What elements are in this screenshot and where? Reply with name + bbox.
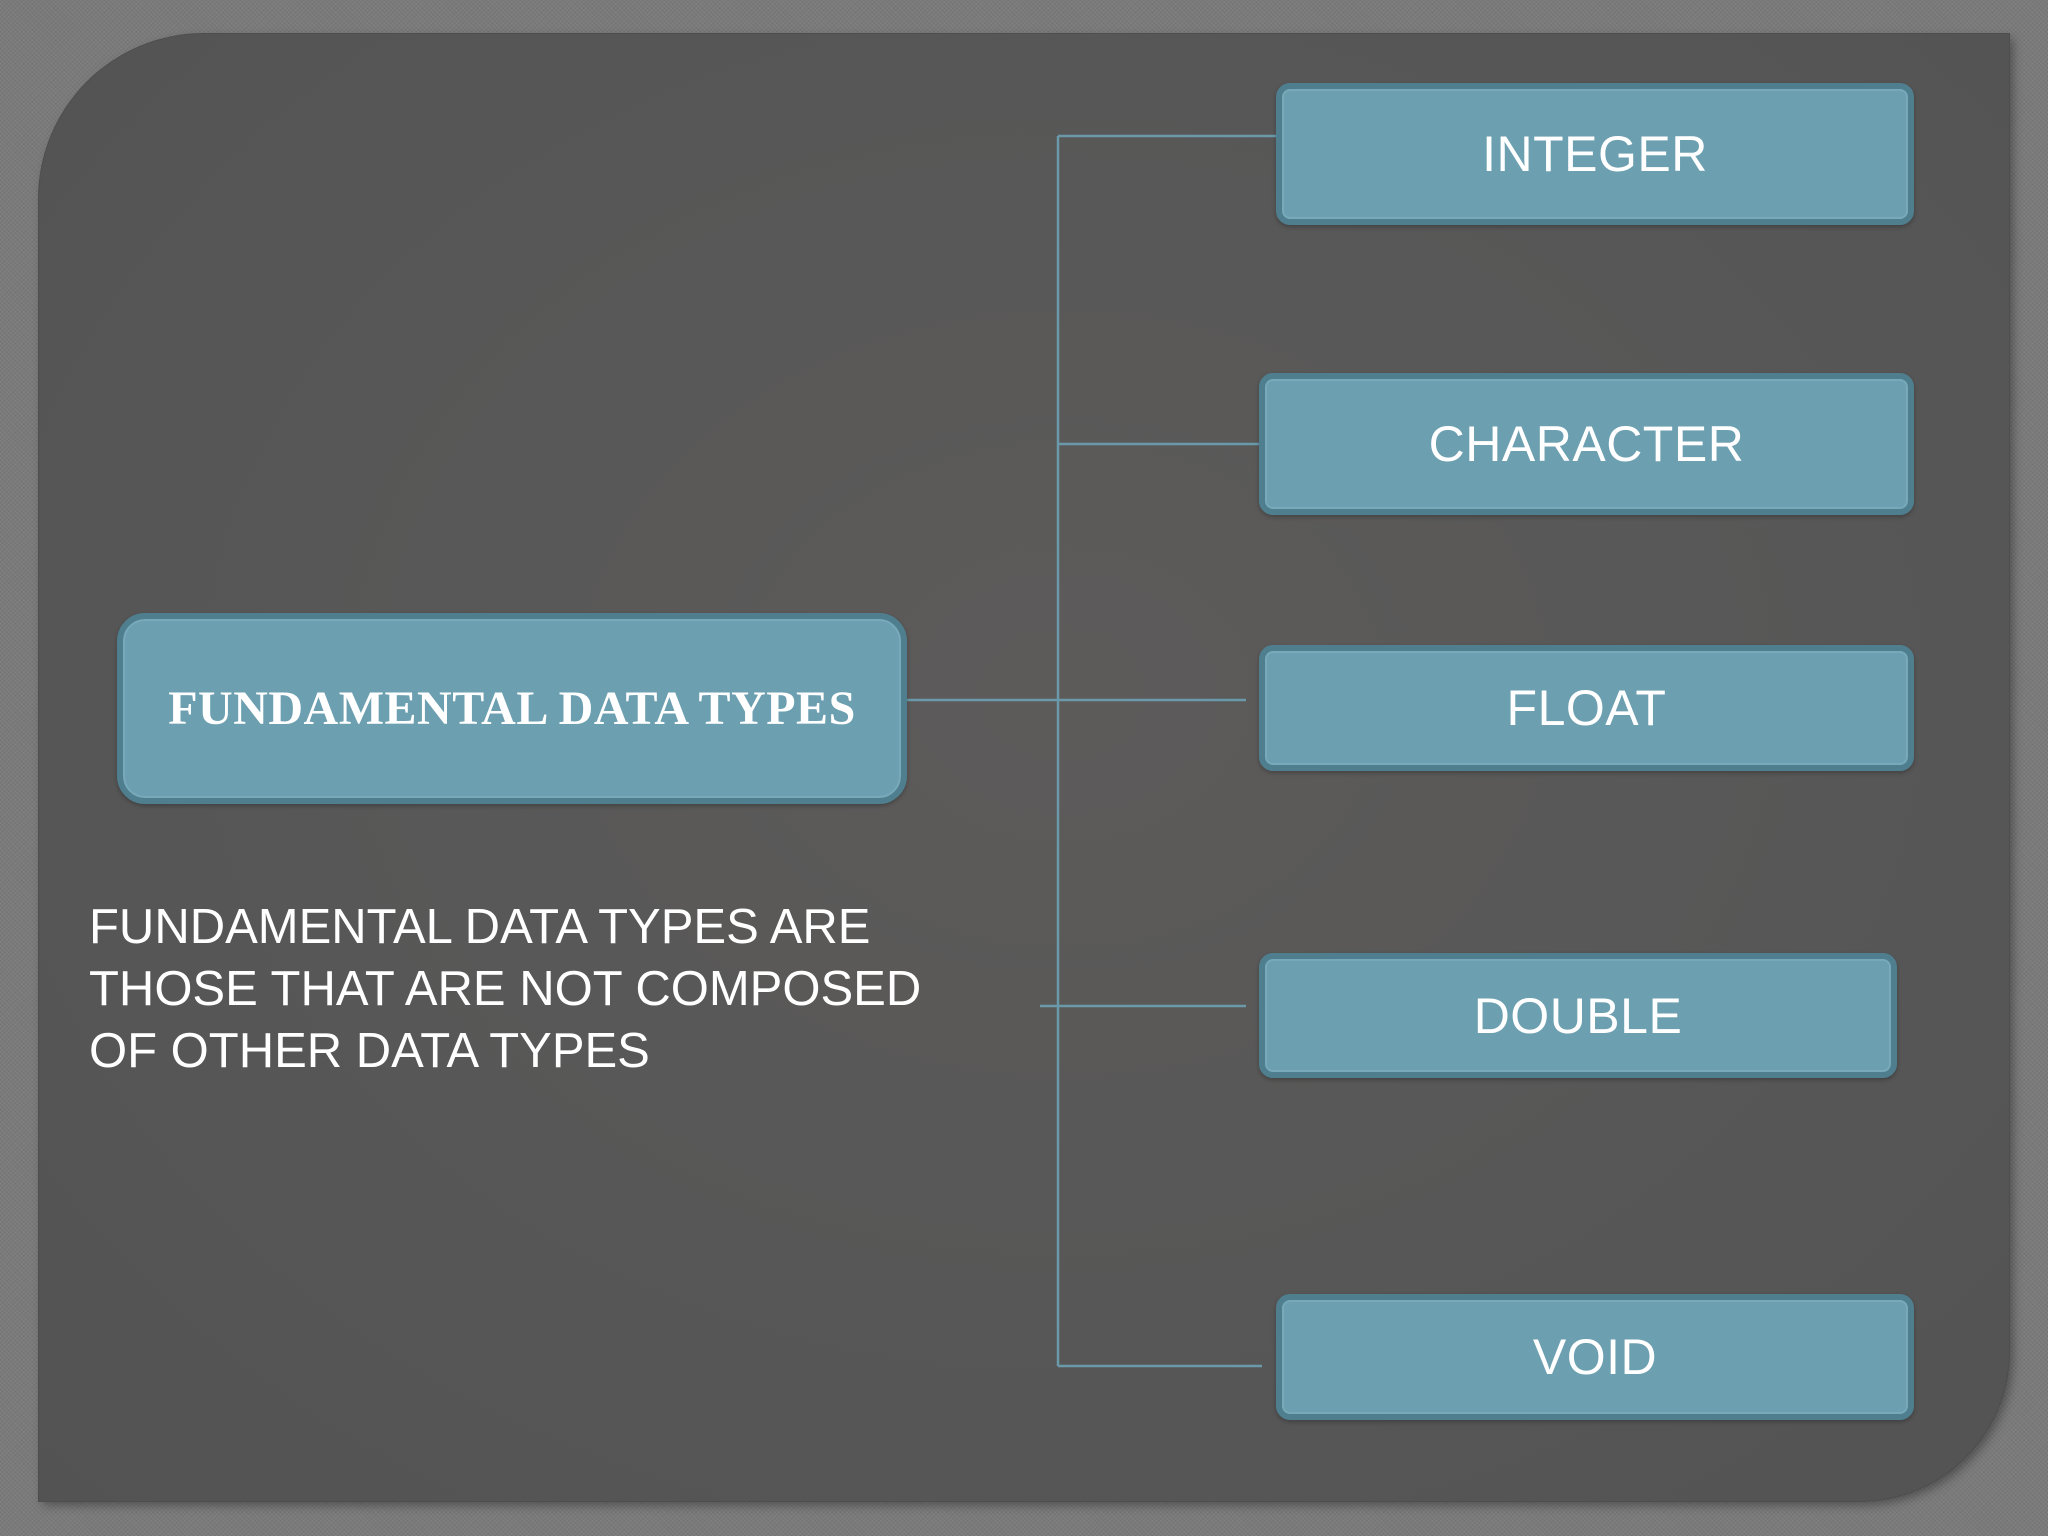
node-double: DOUBLE [1259, 953, 1897, 1078]
node-integer: INTEGER [1276, 83, 1914, 225]
root-node-label: FUNDAMENTAL DATA TYPES [168, 682, 856, 735]
node-integer-label: INTEGER [1482, 126, 1708, 182]
description-text: FUNDAMENTAL DATA TYPES ARE THOSE THAT AR… [89, 900, 922, 1078]
node-float: FLOAT [1259, 645, 1914, 771]
node-character-label: CHARACTER [1428, 416, 1745, 472]
node-character: CHARACTER [1259, 373, 1914, 515]
node-void: VOID [1276, 1294, 1914, 1420]
root-node-fundamental-data-types: FUNDAMENTAL DATA TYPES [117, 613, 907, 804]
node-float-label: FLOAT [1506, 680, 1667, 736]
node-double-label: DOUBLE [1473, 987, 1683, 1044]
node-void-label: VOID [1532, 1329, 1658, 1385]
